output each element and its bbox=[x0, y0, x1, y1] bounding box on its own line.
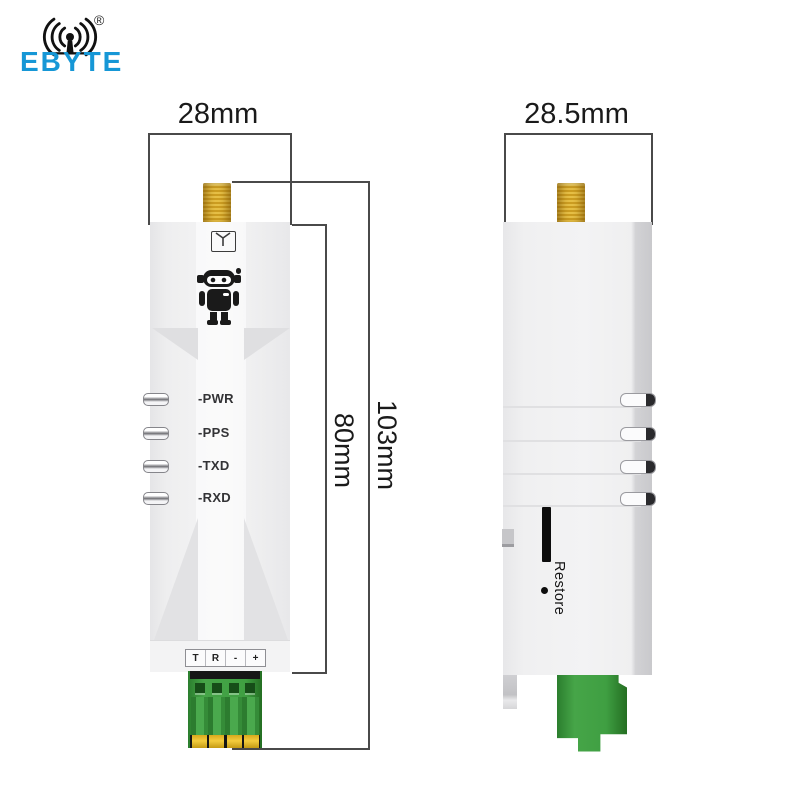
terminal-hole bbox=[195, 683, 205, 693]
terminal-block-top-strip bbox=[190, 671, 260, 679]
led-light-pipe bbox=[620, 427, 656, 441]
front-facet-shadow bbox=[152, 328, 198, 360]
din-rail-clip-step bbox=[502, 529, 514, 547]
terminal-label-t: T bbox=[186, 650, 206, 666]
robot-mascot-icon bbox=[193, 268, 245, 326]
side-facet-line bbox=[503, 473, 641, 475]
led-pipe-tip bbox=[646, 428, 655, 440]
terminal-block-front bbox=[188, 671, 262, 748]
led-light-pipe bbox=[620, 393, 656, 407]
terminal-block-side bbox=[557, 675, 627, 752]
side-facet-line bbox=[503, 505, 641, 507]
terminal-pin bbox=[209, 735, 224, 748]
dimension-bracket-body-height bbox=[292, 224, 327, 674]
restore-button-hole bbox=[541, 587, 548, 594]
side-facet-line bbox=[503, 406, 641, 408]
sma-antenna-connector-front bbox=[203, 183, 231, 224]
terminal-label-strip: T R - + bbox=[185, 649, 266, 667]
terminal-pin-row bbox=[190, 735, 260, 748]
dimension-bracket-side-width bbox=[504, 133, 653, 225]
dimension-label-side-width: 28.5mm bbox=[524, 98, 629, 130]
led-label-txd: -TXD bbox=[198, 458, 230, 473]
terminal-label-r: R bbox=[206, 650, 226, 666]
led-light-pipe bbox=[620, 460, 656, 474]
din-rail-clip-leg bbox=[503, 675, 517, 709]
led-label-pps: -PPS bbox=[198, 425, 230, 440]
front-facet-shadow bbox=[244, 518, 288, 640]
led-pipe-tip bbox=[646, 394, 655, 406]
led-label-pwr: -PWR bbox=[198, 391, 234, 406]
dimension-label-total-height: 103mm bbox=[372, 400, 402, 491]
antenna-waves-icon bbox=[30, 12, 110, 62]
terminal-hole bbox=[245, 683, 255, 693]
led-light-pipe bbox=[620, 492, 656, 506]
terminal-ridges bbox=[191, 697, 259, 735]
led-indicator-rxd bbox=[143, 492, 169, 505]
dimension-bracket-front-width bbox=[148, 133, 292, 225]
terminal-pin bbox=[227, 735, 242, 748]
terminal-pin bbox=[192, 735, 207, 748]
led-indicator-txd bbox=[143, 460, 169, 473]
registered-mark: ® bbox=[94, 12, 105, 28]
dimension-label-front-width: 28mm bbox=[177, 98, 259, 130]
brand-logo-text: EBYTE bbox=[20, 46, 124, 77]
dimension-label-body-height: 80mm bbox=[329, 413, 359, 489]
antenna-symbol-icon bbox=[211, 231, 236, 252]
front-facet-shadow bbox=[154, 518, 198, 640]
led-pipe-tip bbox=[646, 493, 655, 505]
terminal-pin bbox=[244, 735, 259, 748]
led-indicator-pps bbox=[143, 427, 169, 440]
side-facet-line bbox=[503, 440, 641, 442]
terminal-hole bbox=[229, 683, 239, 693]
led-label-rxd: -RXD bbox=[198, 490, 231, 505]
terminal-label-minus: - bbox=[226, 650, 246, 666]
restore-slot bbox=[542, 507, 551, 562]
device-side-body bbox=[503, 222, 652, 675]
terminal-hole bbox=[212, 683, 222, 693]
led-indicator-pwr bbox=[143, 393, 169, 406]
front-facet-shadow bbox=[244, 328, 290, 360]
sma-antenna-connector-side bbox=[557, 183, 585, 224]
terminal-label-plus: + bbox=[252, 652, 259, 664]
restore-label: Restore bbox=[551, 561, 567, 616]
led-pipe-tip bbox=[646, 461, 655, 473]
dimension-bracket-total-height bbox=[232, 181, 370, 750]
